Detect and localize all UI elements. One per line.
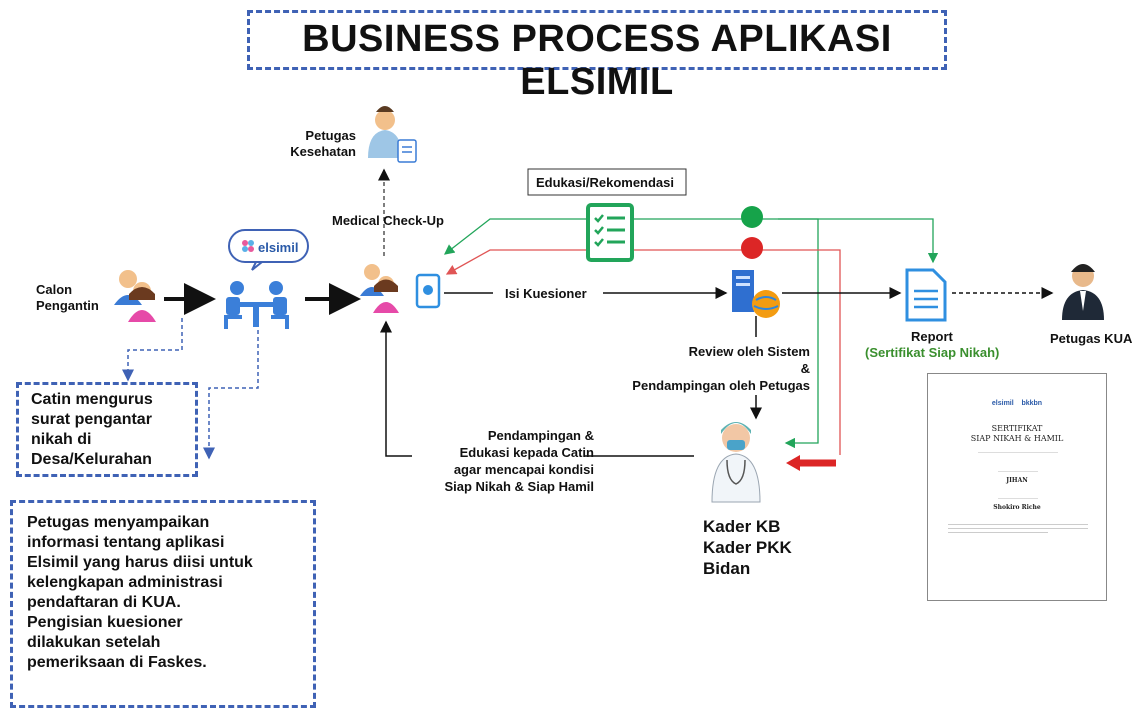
calon-pengantin-label: Calon Pengantin xyxy=(36,282,99,313)
kader-pkk-label: Kader PKK xyxy=(703,538,792,557)
pendampingan-label: Pendampingan & Edukasi kepada Catin agar… xyxy=(444,428,594,494)
couple-icon xyxy=(114,270,156,322)
cert-logo-left: elsimil xyxy=(991,400,1014,407)
bidan-label: Bidan xyxy=(703,559,751,578)
report-document-icon xyxy=(905,268,947,322)
nurse-icon xyxy=(711,422,761,503)
cert-name: JIHAN xyxy=(1006,477,1028,484)
cert-signer: Shokiro Riche xyxy=(993,504,1041,511)
title-frame xyxy=(247,10,947,70)
page-title: BUSINESS PROCESS APLIKASI ELSIMIL xyxy=(302,18,892,103)
green-status-dot xyxy=(741,206,763,228)
kader-kb-label: Kader KB xyxy=(703,517,781,536)
certificate-preview: elsimil bkkbn SERTIFIKAT SIAP NIKAH & HA… xyxy=(927,373,1107,601)
tablet-icon xyxy=(415,273,441,309)
review-label: Review oleh Sistem & Pendampingan oleh P… xyxy=(632,344,810,393)
red-feedback-line xyxy=(445,249,841,455)
edukasi-label: Edukasi/Rekomendasi xyxy=(536,175,674,190)
connector-to-catin-note-2 xyxy=(203,330,259,460)
report-label: Report xyxy=(911,329,953,344)
petugas-note-box: Petugas menyampaikan informasi tentang a… xyxy=(10,500,316,708)
edukasi-label-box xyxy=(527,168,687,196)
cert-heading: SERTIFIKAT SIAP NIKAH & HAMIL xyxy=(970,424,1064,443)
doctor-icon xyxy=(368,106,417,163)
cert-logo-right: bkkbn xyxy=(1021,400,1043,407)
catin-note-text: Catin mengurus surat pengantar nikah di … xyxy=(31,391,153,468)
petugas-kua-label: Petugas KUA xyxy=(1050,331,1133,346)
petugas-note-text: Petugas menyampaikan informasi tentang a… xyxy=(27,514,253,671)
petugas-kesehatan-label: Petugas Kesehatan xyxy=(290,128,356,159)
connector-to-catin-note xyxy=(122,318,183,382)
green-feedback-line xyxy=(443,218,819,370)
sertifikat-label: (Sertifikat Siap Nikah) xyxy=(865,345,1000,360)
meeting-icon xyxy=(224,281,289,329)
red-status-dot xyxy=(741,237,763,259)
checklist-icon xyxy=(586,203,634,262)
petugas-couple-icon xyxy=(360,264,399,313)
catin-note-box: Catin mengurus surat pengantar nikah di … xyxy=(16,382,198,477)
server-globe-icon xyxy=(732,270,780,318)
medical-checkup-label: Medical Check-Up xyxy=(332,213,444,228)
green-to-report-line xyxy=(778,218,939,264)
officer-icon xyxy=(1062,264,1104,320)
green-to-kader-line xyxy=(784,370,819,449)
arrow-pendampingan-return xyxy=(380,320,412,457)
isi-kuesioner-label: Isi Kuesioner xyxy=(505,286,587,301)
elsimil-logo-bubble xyxy=(228,229,309,271)
elsimil-logo-text: elsimil xyxy=(258,240,298,255)
